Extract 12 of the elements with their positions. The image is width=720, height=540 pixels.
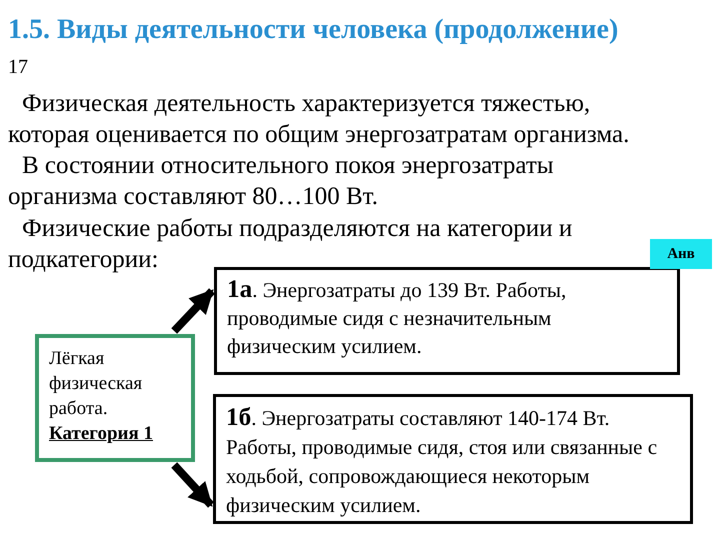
tag-badge: Анв	[650, 239, 712, 269]
page-number: 17	[8, 55, 28, 80]
title: 1.5. Виды деятельности человека (продолжение)	[8, 14, 618, 46]
subcategory-box: 1а. Энергозатраты до 139 Вт. Работы, проводимые сидя с незначительным физическим усилием.	[214, 267, 680, 375]
category-name: Лёгкая физическая работа.	[49, 347, 144, 421]
category-label: Категория 1	[49, 422, 153, 446]
arrow	[171, 462, 214, 508]
arrow	[171, 288, 215, 334]
paragraph: В состоянии относительного покоя энергозатраты организма составляют 80…100 Вт.	[8, 151, 555, 212]
paragraph: Физическая деятельность характеризуется тяжестью, которая оценивается по общим энергозатратам организма.	[8, 89, 630, 150]
subcategory-box: 1б. Энергозатраты составляют 140-174 Вт. Работы, проводимые сидя, стоя или связанные с ходьбой, сопровождающиеся некоторым физическим усилием.	[213, 394, 693, 524]
category-box	[35, 334, 195, 462]
